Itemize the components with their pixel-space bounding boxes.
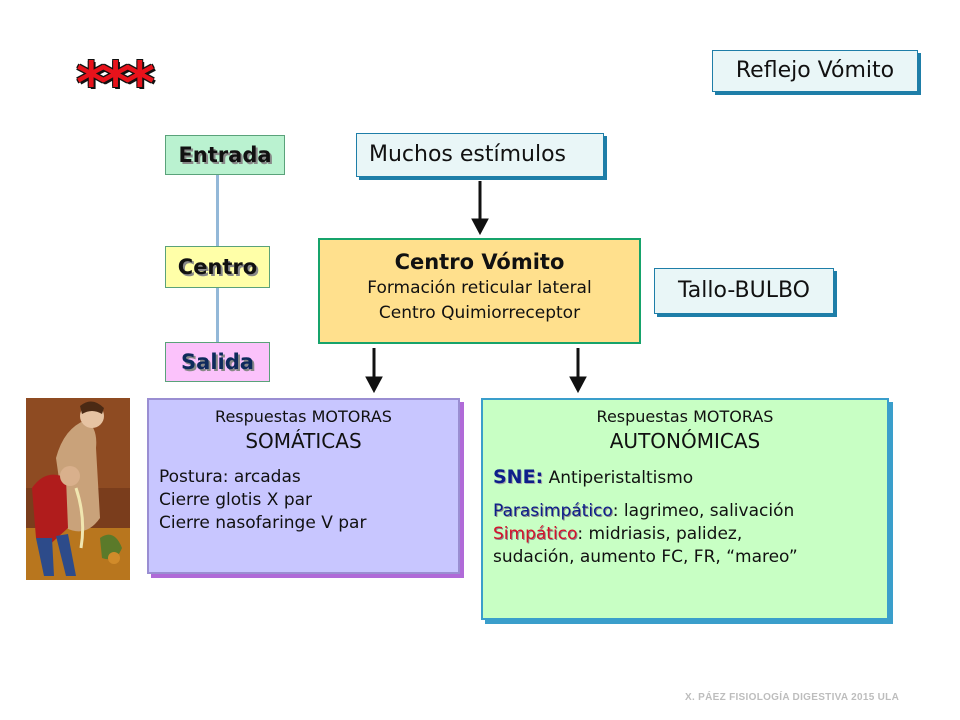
arrow-down-icon <box>365 348 383 394</box>
arrow-down-icon <box>471 181 489 236</box>
somatic-item: Cierre nasofaringe V par <box>159 513 367 533</box>
connector-line <box>216 288 219 344</box>
label-centro: Centro <box>165 246 270 288</box>
parasympathetic-label: Parasimpático <box>493 501 613 521</box>
label-entrada: Entrada <box>165 135 285 175</box>
autonomic-responses-box: Respuestas MOTORAS AUTONÓMICAS SNE: Anti… <box>481 398 889 620</box>
center-line-2: Centro Quimiorreceptor <box>378 303 581 323</box>
stars-icon: *** <box>76 49 155 117</box>
label-salida: Salida <box>165 342 270 382</box>
diagram-title: Reflejo Vómito <box>712 50 918 92</box>
center-line-1: Formación reticular lateral <box>367 278 592 298</box>
somatic-item: Cierre glotis X par <box>159 490 313 510</box>
somatic-heading: Respuestas MOTORAS <box>215 407 392 426</box>
parasympathetic-line: Parasimpático: lagrimeo, salivación <box>493 500 877 523</box>
stimuli-box: Muchos estímulos <box>356 133 604 177</box>
somatic-type: SOMÁTICAS <box>245 429 362 453</box>
autonomic-type: AUTONÓMICAS <box>609 429 761 453</box>
location-box: Tallo-BULBO <box>654 268 834 314</box>
medieval-illustration <box>26 398 130 580</box>
sne-text: Antiperistaltismo <box>543 468 694 488</box>
somatic-responses-box: Respuestas MOTORAS SOMÁTICAS Postura: ar… <box>147 398 460 574</box>
connector-line <box>216 175 219 247</box>
sne-label: SNE: <box>493 466 544 488</box>
vomiting-center-box: Centro Vómito Formación reticular latera… <box>318 238 641 344</box>
sympathetic-line: Simpático: midriasis, palidez, <box>493 523 877 546</box>
parasympathetic-text: : lagrimeo, salivación <box>612 501 795 521</box>
somatic-item: Postura: arcadas <box>159 467 301 487</box>
center-title: Centro Vómito <box>394 250 565 274</box>
autonomic-heading: Respuestas MOTORAS <box>596 407 774 426</box>
footer-credit: X. PÁEZ FISIOLOGÍA DIGESTIVA 2015 ULA <box>685 692 900 703</box>
sympathetic-line-2: sudación, aumento FC, FR, “mareo” <box>493 547 798 567</box>
sympathetic-text: : midriasis, palidez, <box>577 524 743 544</box>
arrow-down-icon <box>569 348 587 394</box>
sympathetic-label: Simpático <box>493 524 578 544</box>
sne-line: SNE: Antiperistaltismo <box>493 466 877 490</box>
